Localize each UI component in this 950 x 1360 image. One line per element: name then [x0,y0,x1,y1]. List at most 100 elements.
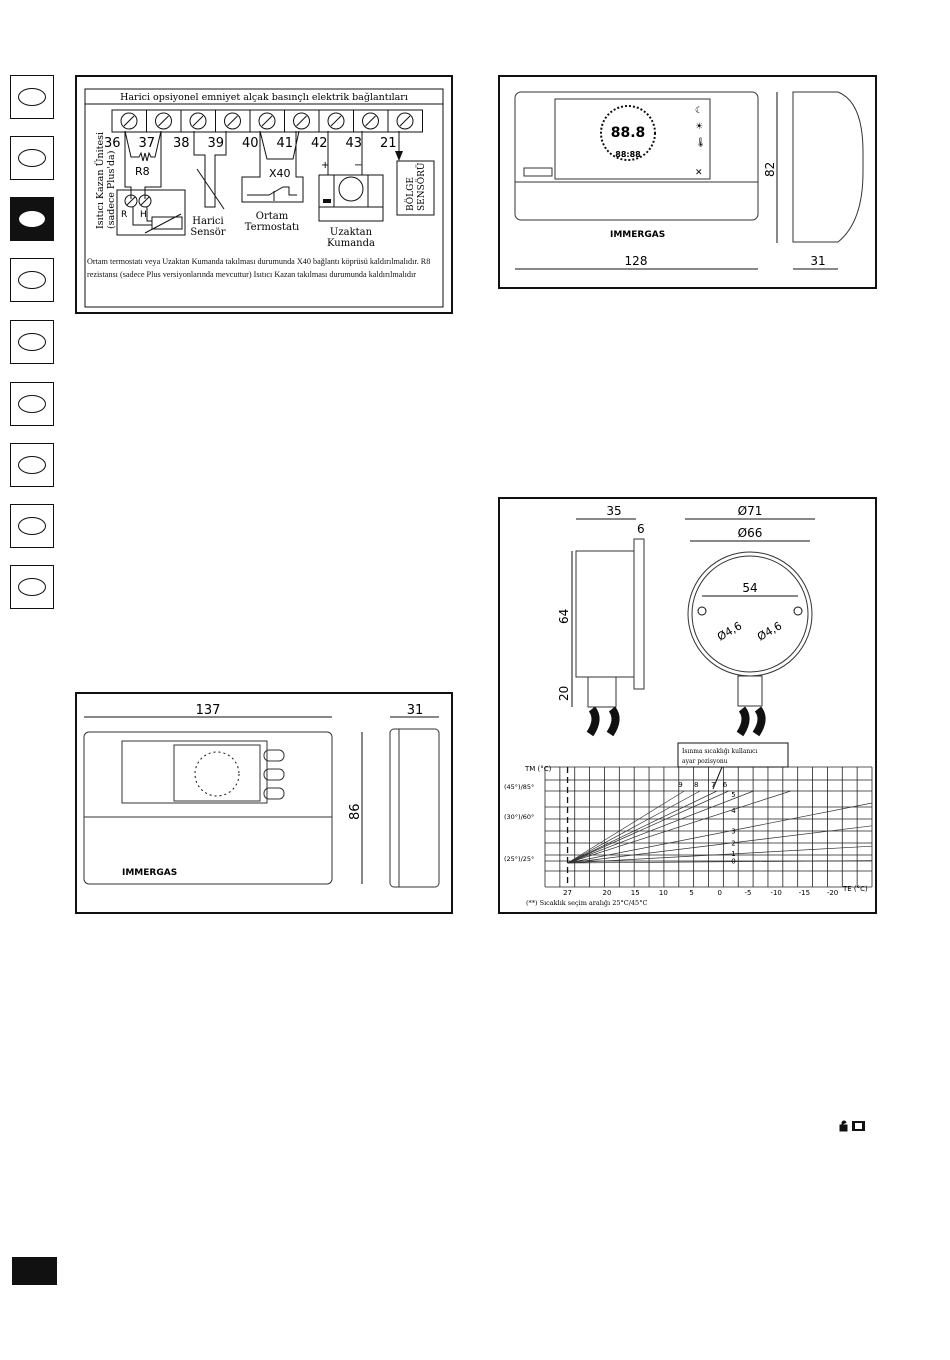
thermostat-brand-logo: IMMERGAS [122,868,177,878]
curve-2 [567,825,873,864]
svg-text:☀: ☀ [695,122,703,132]
h-terminal-label: H [140,210,147,220]
terminal-screw-icon [293,112,310,130]
curve-label: 2 [731,839,735,847]
display-value: 88.8 [611,125,646,141]
depth-dimension: 31 [810,254,825,268]
language-tab-9[interactable] [10,565,54,609]
x40-label: X40 [269,167,291,180]
x-tick-label: -15 [799,889,810,897]
curve-8 [567,790,701,864]
terminal-number: 37 [139,136,156,151]
terminal-number: 21 [380,136,397,151]
thermostat-height-dimension: 86 [348,803,363,820]
language-tab-active[interactable] [10,197,54,241]
chart-series [567,790,873,864]
outer-diameter-dimension: Ø71 [738,504,763,518]
language-tab-1[interactable] [10,75,54,119]
body-height-dimension: 64 [557,609,571,624]
terminal-number: 39 [208,136,225,151]
boiler-unit-label-1: Isıtıcı Kazan Ünitesi [94,132,106,229]
thermostat-width-dimension: 137 [196,703,221,718]
terminal-screw-icon [258,112,276,130]
tab-oval-icon [18,395,46,413]
terminal-number: 36 [104,136,121,151]
remote-control-label-2: Kumanda [327,238,375,249]
curve-1 [567,845,873,864]
x-tick-label: -5 [744,889,751,897]
sensor-depth-dimension: 35 [606,504,621,518]
room-thermostat-label-2: Termostatı [245,222,299,233]
lock-book-icon [838,1117,868,1132]
y-tick-label: (30°)/60° [504,813,534,821]
curve-9 [567,790,685,864]
language-tab-2[interactable] [10,136,54,180]
curve-6 [567,790,729,864]
gland-height-dimension: 20 [557,686,571,701]
terminal-number: 43 [346,136,363,151]
height-dimension: 82 [763,162,777,177]
curve-4 [567,790,791,864]
language-tab-7[interactable] [10,443,54,487]
wiring-diagram-panel: Harici opsiyonel emniyet alçak basınçlı … [75,75,453,314]
curve-label: 7 [711,781,715,789]
minus-label: − [354,160,362,171]
page-number-block [12,1257,57,1285]
curve-label: 3 [731,827,735,835]
curve-label: 5 [731,791,735,799]
y-tick-label: (25°)/25° [504,855,534,863]
sensor-drawing: 35 6 64 20 Ø71 Ø66 54 Ø4,6 Ø4,6 [557,504,815,737]
x-tick-label: 27 [563,889,572,897]
curve-label: 1 [731,850,735,858]
svg-text:☾: ☾ [695,106,703,116]
tab-oval-icon [18,88,46,106]
language-tab-4[interactable] [10,258,54,302]
display-clock: 88:88 [615,150,641,159]
language-tab-5[interactable] [10,320,54,364]
inner-diameter-dimension: Ø66 [738,526,763,540]
chart-grid [544,766,873,888]
x-tick-label: 10 [659,889,668,897]
terminal-number: 40 [242,136,259,151]
curve-3 [567,802,873,864]
brand-logo: IMMERGAS [610,230,665,240]
tab-oval-icon [18,271,46,289]
terminal-screw-icon [362,112,379,130]
tab-oval-icon [18,149,46,167]
flange-dimension: 6 [637,522,645,536]
x-axis-label: TE (°C) [842,885,868,893]
external-sensor-label-2: Sensör [190,227,225,238]
external-sensor-label-1: Harici [192,216,223,227]
thermostat-drawing-panel: 137 IMMERGAS 86 31 [75,692,453,914]
language-tab-8[interactable] [10,504,54,548]
curve-label: 6 [723,781,728,789]
x-tick-label: 0 [718,889,722,897]
y-axis-label: TM (°C) [524,765,552,773]
plus-label: + [321,160,329,171]
terminal-number: 41 [277,136,294,151]
zone-sensor-label-2: SENSÖRÜ [415,162,427,211]
terminal-screw-icon [120,112,138,130]
thermostat-drawing: 137 IMMERGAS 86 31 [83,703,440,888]
zone-sensor-label-1: BÖLGE [404,177,416,211]
x-tick-label: 15 [631,889,640,897]
remote-control-drawing: 88.8 88:88 ☾☀🌡✕ IMMERGAS 128 82 31 [514,91,864,270]
tab-oval-icon [18,456,46,474]
terminal-number: 42 [311,136,328,151]
svg-text:✕: ✕ [695,168,703,178]
curve-7 [567,790,718,864]
terminal-screw-icon [189,112,207,130]
tab-oval-icon [18,517,46,535]
curve-label: 8 [694,781,698,789]
language-tab-6[interactable] [10,382,54,426]
x-tick-label: 5 [689,889,693,897]
width-dimension: 128 [625,254,648,268]
terminal-number: 38 [173,136,190,151]
curve-label: 4 [731,807,736,815]
terminal-screw-icon [155,112,172,130]
callout-line-2: ayar pozisyonu [682,758,728,765]
x-tick-label: 20 [603,889,612,897]
